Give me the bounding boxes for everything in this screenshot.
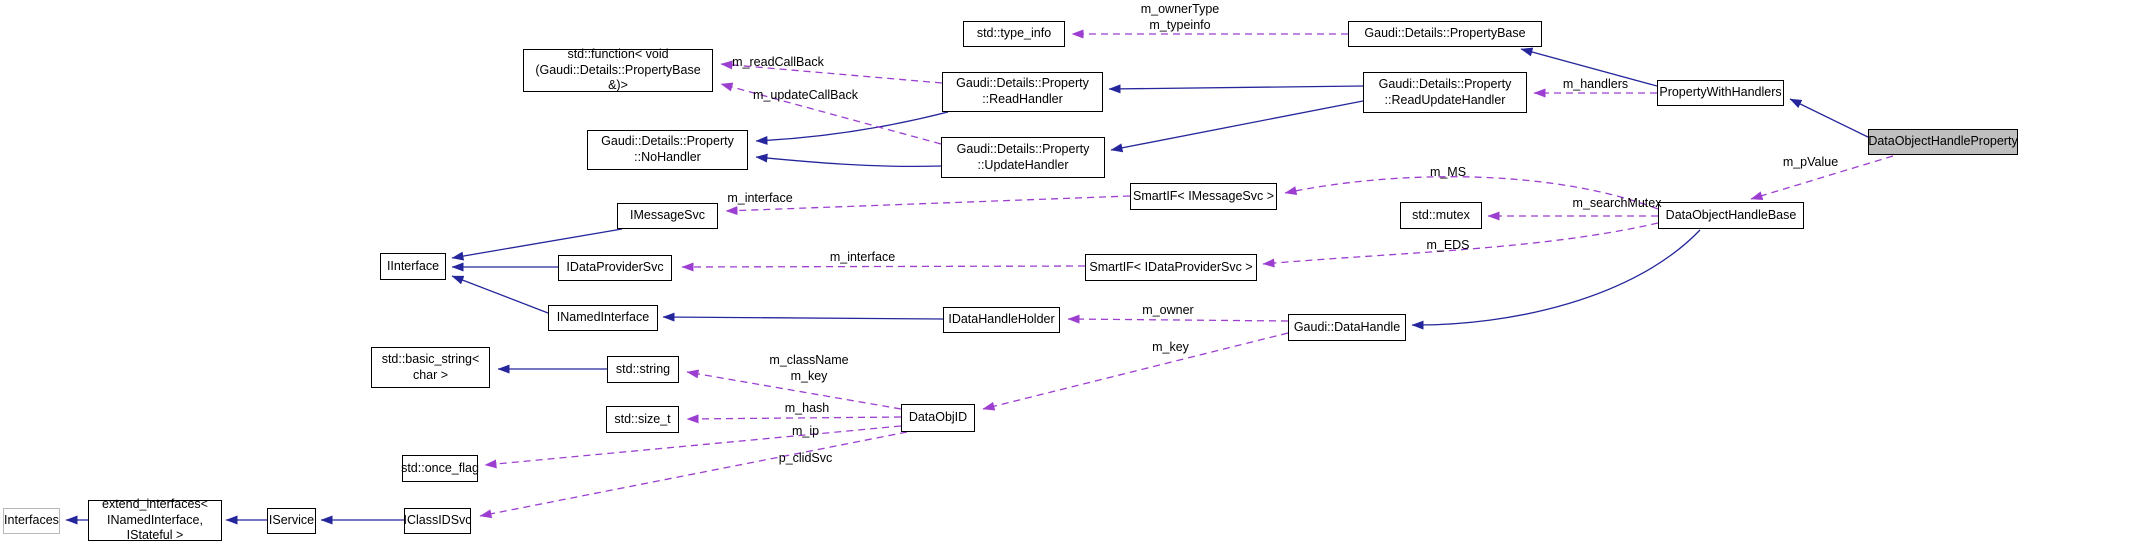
edge-label-readcallback: m_readCallBack [732, 55, 824, 69]
node-gaudi-datahandle[interactable]: Gaudi::DataHandle [1288, 314, 1406, 341]
node-data-object-handle-base[interactable]: DataObjectHandleBase [1658, 202, 1804, 229]
edge-label-key: m_key [1152, 340, 1189, 354]
node-std-size-t[interactable]: std::size_t [606, 406, 679, 433]
edge-dohb-to-datahandle [1411, 229, 1701, 330]
node-idataprovidersvc[interactable]: IDataProviderSvc [558, 255, 672, 281]
edge-ruh-to-readhandler [1108, 84, 1364, 94]
node-read-handler[interactable]: Gaudi::Details::Property ::ReadHandler [942, 72, 1103, 112]
edge-updatehandler-to-function [720, 82, 942, 145]
node-interfaces: Interfaces [3, 508, 60, 534]
edge-dohp-to-dohb [1750, 155, 1894, 200]
edge-imessagesvc-to-iinterface [451, 228, 623, 261]
node-read-update-handler[interactable]: Gaudi::Details::Property ::ReadUpdateHan… [1363, 72, 1527, 113]
edge-pwh-to-propertybase [1520, 47, 1658, 87]
node-std-mutex[interactable]: std::mutex [1400, 202, 1482, 229]
node-dataobjid[interactable]: DataObjID [901, 404, 975, 432]
node-imessagesvc[interactable]: IMessageSvc [617, 203, 718, 229]
edge-label-eds: m_EDS [1426, 238, 1470, 252]
node-std-function[interactable]: std::function< void (Gaudi::Details::Pro… [523, 47, 713, 92]
edge-label-pclidsvc: p_clidSvc [778, 451, 833, 465]
node-std-type-info[interactable]: std::type_info [963, 21, 1065, 47]
edge-dataobjid-to-sizet [686, 414, 902, 424]
edge-label-ip: m_ip [791, 424, 820, 438]
node-iclassidsvc[interactable]: IClassIDSvc [403, 508, 472, 534]
edge-idatahandleholder-to-inamedinterface [662, 312, 944, 322]
node-iinterface[interactable]: IInterface [380, 253, 446, 280]
node-std-string[interactable]: std::string [607, 356, 679, 383]
edge-dataobjid-to-iclassidsvc [479, 431, 908, 519]
edge-dohb-to-smartif-dps [1262, 222, 1659, 268]
edge-label-searchmutex: m_searchMutex [1572, 196, 1662, 210]
edge-label-pvalue: m_pValue [1782, 155, 1839, 169]
edge-updatehandler-to-nohandler [755, 153, 942, 168]
edge-label-owner: m_owner [1142, 303, 1194, 317]
edge-label-minterface-msg: m_interface [727, 191, 793, 205]
node-smartif-imessagesvc[interactable]: SmartIF< IMessageSvc > [1130, 183, 1277, 210]
node-update-handler[interactable]: Gaudi::Details::Property ::UpdateHandler [941, 137, 1105, 178]
edge-dataobjid-to-onceflag [484, 425, 902, 469]
usage-edges [479, 29, 1894, 519]
node-extend-interfaces[interactable]: extend_interfaces< INamedInterface, ISta… [88, 497, 222, 542]
edge-readhandler-to-function [720, 60, 943, 84]
edge-label-classname-key: m_className m_key [769, 353, 849, 383]
inheritance-edges [65, 47, 1873, 525]
edge-smartifmsg-to-imessagesvc [725, 195, 1131, 216]
edge-label-ownertype-typeinfo: m_ownerType m_typeinfo [1140, 2, 1220, 32]
node-inamedinterface[interactable]: INamedInterface [548, 305, 658, 331]
edge-datahandle-to-dataobjid [982, 332, 1289, 411]
edge-ruh-to-updatehandler [1110, 100, 1364, 153]
edge-dataobjid-to-string [686, 369, 902, 410]
edge-label-minterface-dps: m_interface [829, 250, 896, 264]
node-property-with-handlers[interactable]: PropertyWithHandlers [1657, 80, 1784, 106]
edge-label-hash: m_hash [784, 401, 830, 415]
edge-datahandle-to-idatahandleholder [1067, 314, 1289, 324]
edge-readhandler-to-nohandler [755, 111, 949, 145]
edge-dohp-to-pwh [1789, 98, 1873, 140]
node-no-handler[interactable]: Gaudi::Details::Property ::NoHandler [587, 130, 748, 170]
edge-label-ms: m_MS [1429, 165, 1467, 179]
edge-smartifdps-to-idataprovidersvc [681, 262, 1086, 272]
edge-inamedinterface-to-iinterface [451, 275, 549, 314]
edge-label-handlers: m_handlers [1562, 77, 1629, 91]
node-property-base[interactable]: Gaudi::Details::PropertyBase [1348, 21, 1542, 47]
node-std-basic-string[interactable]: std::basic_string< char > [371, 347, 490, 388]
node-data-object-handle-property: DataObjectHandleProperty [1868, 129, 2018, 155]
edge-dohb-to-smartif-msg [1284, 176, 1659, 210]
node-std-once-flag[interactable]: std::once_flag [401, 455, 479, 482]
node-idatahandleholder[interactable]: IDataHandleHolder [943, 307, 1060, 333]
node-smartif-idataprovidersvc[interactable]: SmartIF< IDataProviderSvc > [1085, 254, 1257, 281]
edge-label-updatecallback: m_updateCallBack [753, 88, 858, 102]
node-iservice[interactable]: IService [267, 508, 316, 534]
